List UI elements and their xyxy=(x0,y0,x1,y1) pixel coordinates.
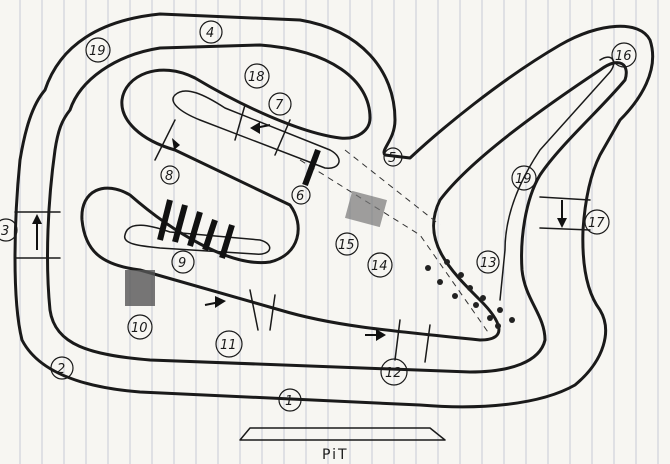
pit-building: PiT xyxy=(239,427,446,463)
svg-text:16: 16 xyxy=(615,49,632,64)
svg-text:8: 8 xyxy=(165,169,173,184)
corner-9: 9 xyxy=(171,250,195,274)
paper-rules xyxy=(19,0,659,464)
corner-2: 2 xyxy=(50,356,74,380)
svg-text:19: 19 xyxy=(515,172,532,187)
track-chicane-inner xyxy=(124,224,271,255)
svg-text:17: 17 xyxy=(588,216,605,231)
svg-text:18: 18 xyxy=(248,70,265,85)
svg-text:6: 6 xyxy=(296,189,304,204)
track-outer-edge xyxy=(13,12,655,409)
svg-text:10: 10 xyxy=(131,321,148,336)
svg-text:13: 13 xyxy=(480,256,497,271)
direction-arrows xyxy=(32,122,567,341)
svg-text:3: 3 xyxy=(1,224,9,239)
corner-14: 14 xyxy=(367,252,393,278)
tyre-barrier xyxy=(425,259,515,329)
corner-4: 4 xyxy=(199,20,223,44)
svg-text:9: 9 xyxy=(178,256,186,271)
corner-10: 10 xyxy=(127,314,153,340)
corner-1: 1 xyxy=(278,388,302,412)
svg-text:7: 7 xyxy=(275,98,284,113)
corner-11: 11 xyxy=(215,330,243,358)
corner-12: 12 xyxy=(380,358,408,386)
svg-text:15: 15 xyxy=(338,238,355,253)
corner-3: 3 xyxy=(0,218,18,242)
svg-text:1: 1 xyxy=(285,394,293,409)
svg-text:4: 4 xyxy=(206,26,214,41)
corner-15: 15 xyxy=(335,232,359,256)
corner-19: 19 xyxy=(85,37,111,63)
track-infield-edge xyxy=(46,43,628,374)
corner-7: 7 xyxy=(268,92,292,116)
svg-text:14: 14 xyxy=(371,259,388,274)
svg-text:12: 12 xyxy=(385,366,402,381)
corner-16: 16 xyxy=(611,42,637,68)
svg-text:2: 2 xyxy=(57,362,65,377)
track-hairpin-inner xyxy=(172,90,340,169)
corner-13: 13 xyxy=(476,250,500,274)
pit-label: PiT xyxy=(322,447,349,463)
svg-text:19: 19 xyxy=(89,44,106,59)
racing-line-dashed xyxy=(299,159,491,336)
corner-19b: 19 xyxy=(511,165,537,191)
corner-8: 8 xyxy=(160,165,180,185)
racing-line-dashed-2 xyxy=(344,149,441,226)
corner-18: 18 xyxy=(244,63,270,89)
svg-text:11: 11 xyxy=(220,338,237,353)
track-right-inner xyxy=(499,56,615,301)
corner-6: 6 xyxy=(291,185,311,205)
sector-lines xyxy=(14,104,591,363)
shaded-kerbs xyxy=(125,148,388,306)
corner-17: 17 xyxy=(584,209,610,235)
svg-text:5: 5 xyxy=(388,151,396,166)
corner-5: 5 xyxy=(383,147,403,167)
corner-markers: 1 2 3 4 5 6 7 8 9 10 11 12 13 14 15 16 1… xyxy=(0,20,637,412)
